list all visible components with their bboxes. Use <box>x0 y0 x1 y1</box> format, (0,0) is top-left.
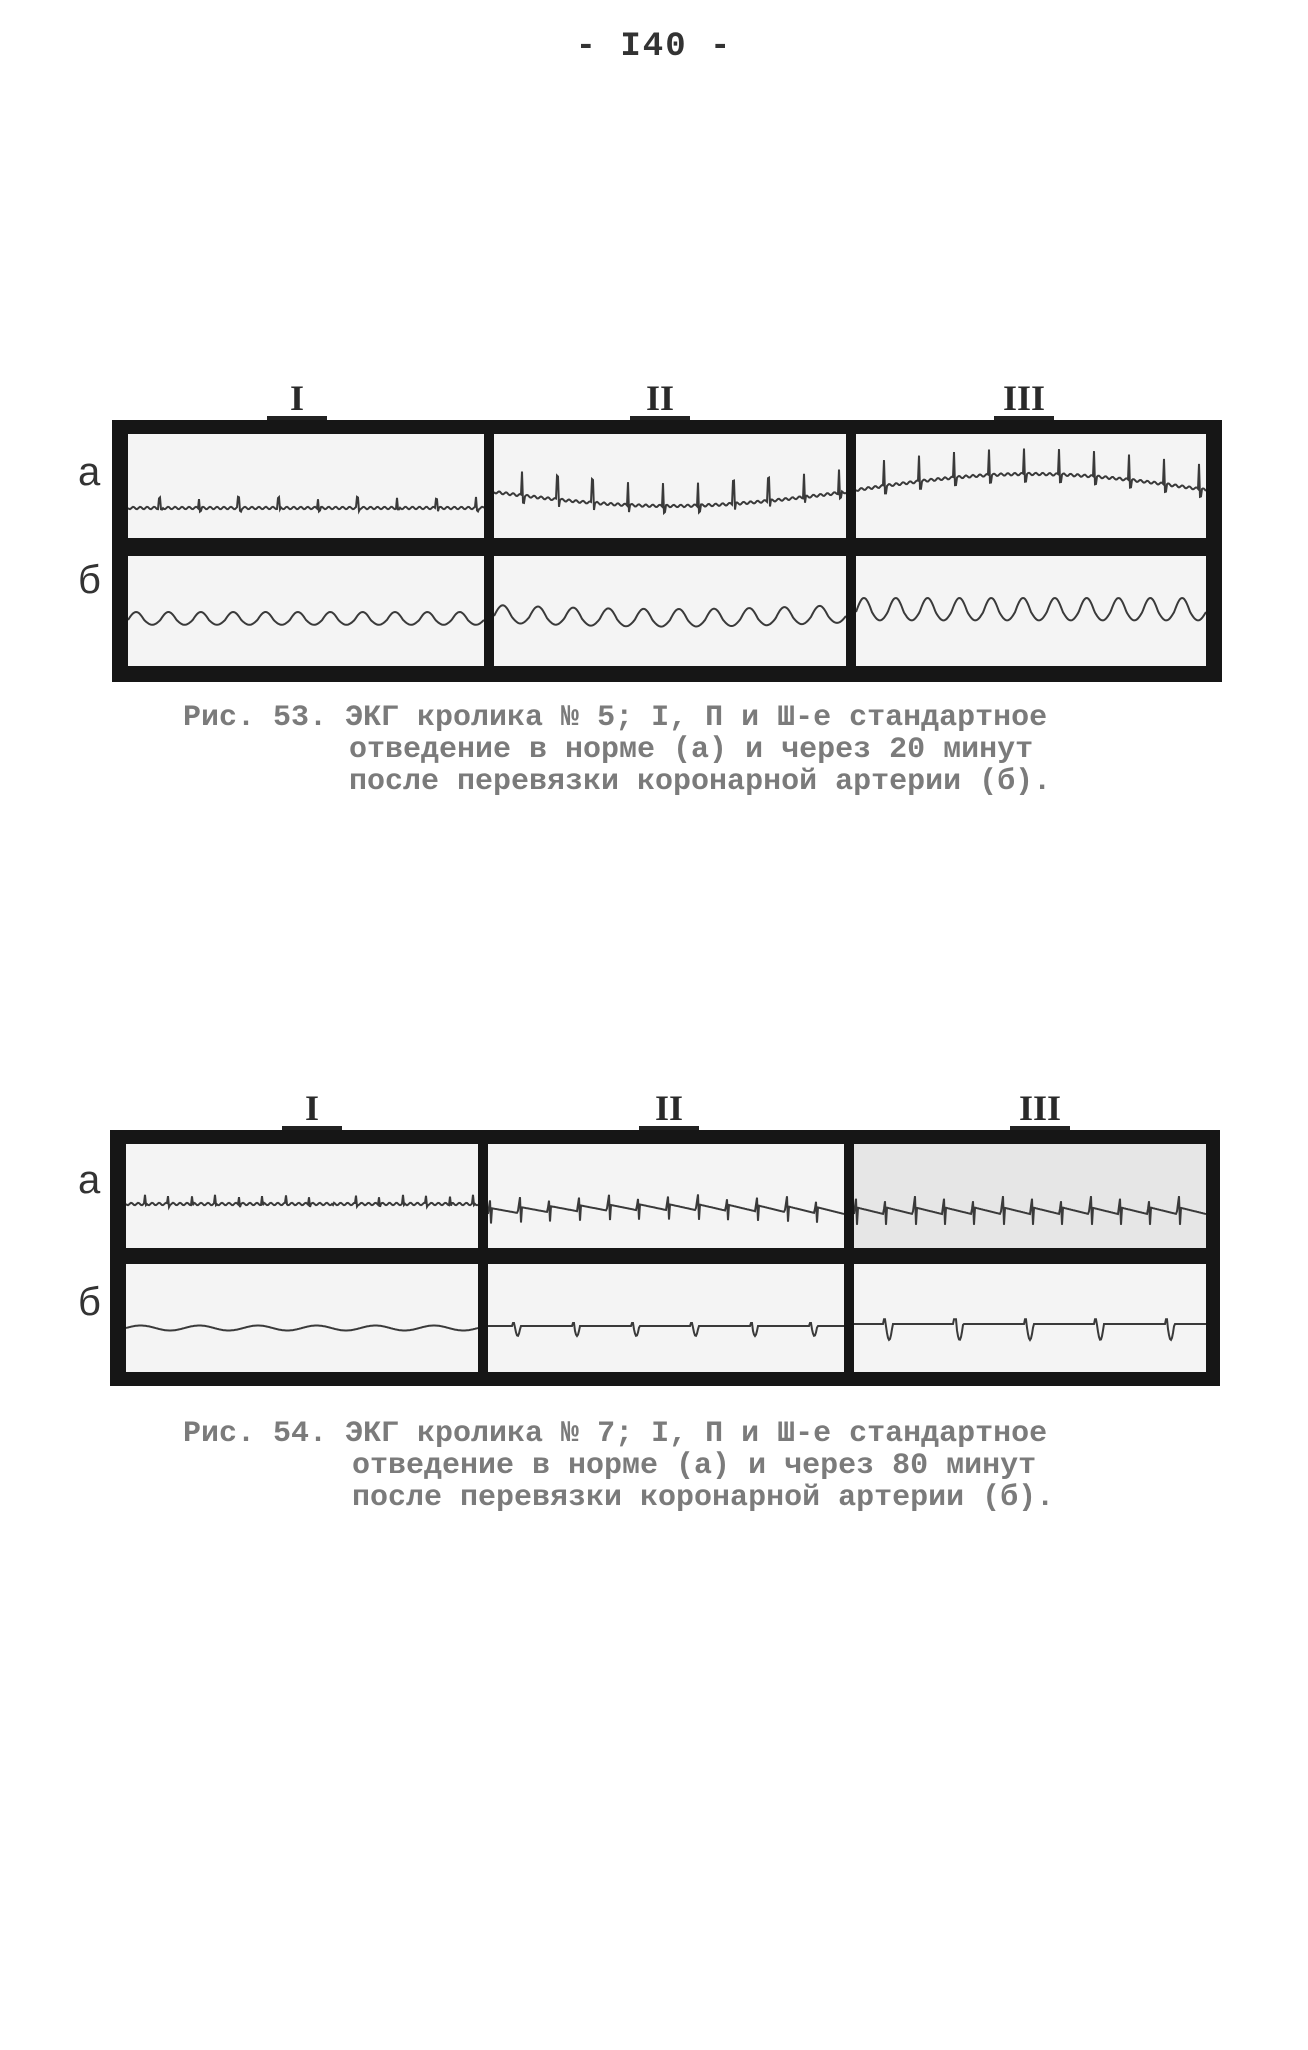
ecg-trace-b-iii <box>856 596 1206 622</box>
row-label-a: а <box>78 1158 101 1202</box>
ecg-waveform <box>856 448 1206 499</box>
caption-line-2: отведение в норме (а) и через 20 минут <box>349 733 1034 767</box>
ecg-panel-a-i <box>128 434 484 538</box>
ecg-trace-b-iii <box>854 1318 1206 1342</box>
ecg-trace-b-i <box>128 610 484 626</box>
ecg-trace-b-ii <box>488 1322 844 1338</box>
caption-line-1: Рис. 54. ЭКГ кролика № 7; I, П и Ш-е ста… <box>183 1417 1048 1451</box>
caption-line-3: после перевязки коронарной артерии (б). <box>352 1481 1055 1515</box>
ecg-waveform <box>128 494 484 515</box>
lead-labels: I II III <box>112 380 1222 420</box>
lead-label-i: I <box>267 380 327 420</box>
ecg-panel-b-iii <box>856 556 1206 666</box>
ecg-trace-a-i <box>126 1194 478 1211</box>
caption-line-3: после перевязки коронарной артерии (б). <box>349 765 1052 799</box>
ecg-panel-a-iii <box>856 434 1206 538</box>
page-number: - I40 - <box>575 28 733 66</box>
ecg-trace-a-iii <box>854 1195 1206 1225</box>
ecg-panel-b-i <box>128 556 484 666</box>
ecg-trace-a-iii <box>856 448 1206 499</box>
ecg-trace-a-ii <box>488 1194 844 1224</box>
lead-label-i: I <box>282 1090 342 1130</box>
ecg-trace-b-i <box>126 1324 478 1332</box>
ecg-waveform <box>488 1322 844 1338</box>
caption-line-2: отведение в норме (а) и через 80 минут <box>352 1449 1037 1483</box>
lead-label-ii: II <box>639 1090 699 1130</box>
ecg-trace-b-ii <box>494 604 846 628</box>
ecg-panel-b-i <box>126 1264 478 1372</box>
row-label-b: б <box>78 558 101 602</box>
ecg-frame <box>110 1130 1220 1386</box>
caption-line-1: Рис. 53. ЭКГ кролика № 5; I, П и Ш-е ста… <box>183 701 1048 735</box>
ecg-waveform <box>856 596 1206 622</box>
ecg-waveform <box>126 1194 478 1211</box>
ecg-trace-a-ii <box>494 469 846 516</box>
ecg-panel-a-i <box>126 1144 478 1248</box>
ecg-waveform <box>494 469 846 516</box>
ecg-trace-a-i <box>128 494 484 515</box>
ecg-waveform <box>128 610 484 626</box>
ecg-waveform <box>126 1324 478 1332</box>
ecg-panel-b-ii <box>494 556 846 666</box>
lead-label-iii: III <box>1010 1090 1070 1130</box>
ecg-waveform <box>494 604 846 628</box>
ecg-frame <box>112 420 1222 682</box>
lead-label-iii: III <box>994 380 1054 420</box>
ecg-waveform <box>488 1194 844 1224</box>
ecg-panel-b-iii <box>854 1264 1206 1372</box>
row-label-a: а <box>78 450 101 494</box>
ecg-waveform <box>854 1318 1206 1342</box>
row-label-b: б <box>78 1280 101 1324</box>
ecg-panel-a-ii <box>488 1144 844 1248</box>
ecg-panel-a-ii <box>494 434 846 538</box>
lead-label-ii: II <box>630 380 690 420</box>
lead-labels: I II III <box>112 1090 1222 1130</box>
ecg-panel-b-ii <box>488 1264 844 1372</box>
ecg-waveform <box>854 1195 1206 1225</box>
ecg-panel-a-iii <box>854 1144 1206 1248</box>
